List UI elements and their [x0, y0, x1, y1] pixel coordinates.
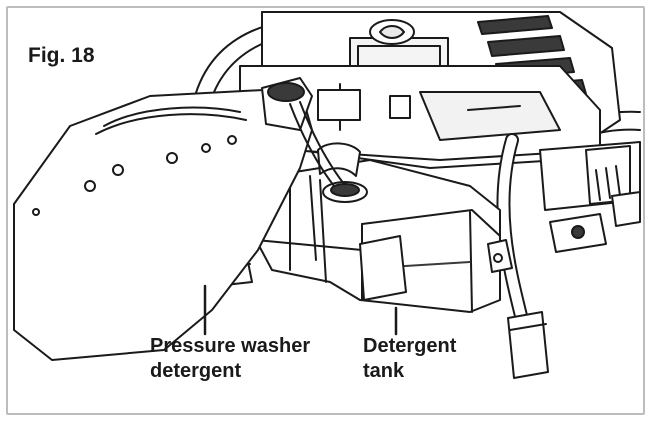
figure-title: Fig. 18: [26, 44, 97, 67]
figure-frame: [6, 6, 645, 415]
callout-line: Detergent: [363, 335, 457, 357]
callout-line: detergent: [150, 360, 242, 382]
callout-detergent-tank: Detergent tank: [363, 334, 456, 384]
callout-pressure-washer-detergent: Pressure washer detergent: [150, 334, 310, 384]
callout-line: Pressure washer: [150, 335, 311, 357]
detergent-bottle: [13, 77, 345, 361]
callout-leaders: [203, 284, 398, 336]
detergent-tank: [243, 142, 513, 313]
frame-side: [539, 141, 641, 253]
callout-line: tank: [363, 360, 405, 382]
